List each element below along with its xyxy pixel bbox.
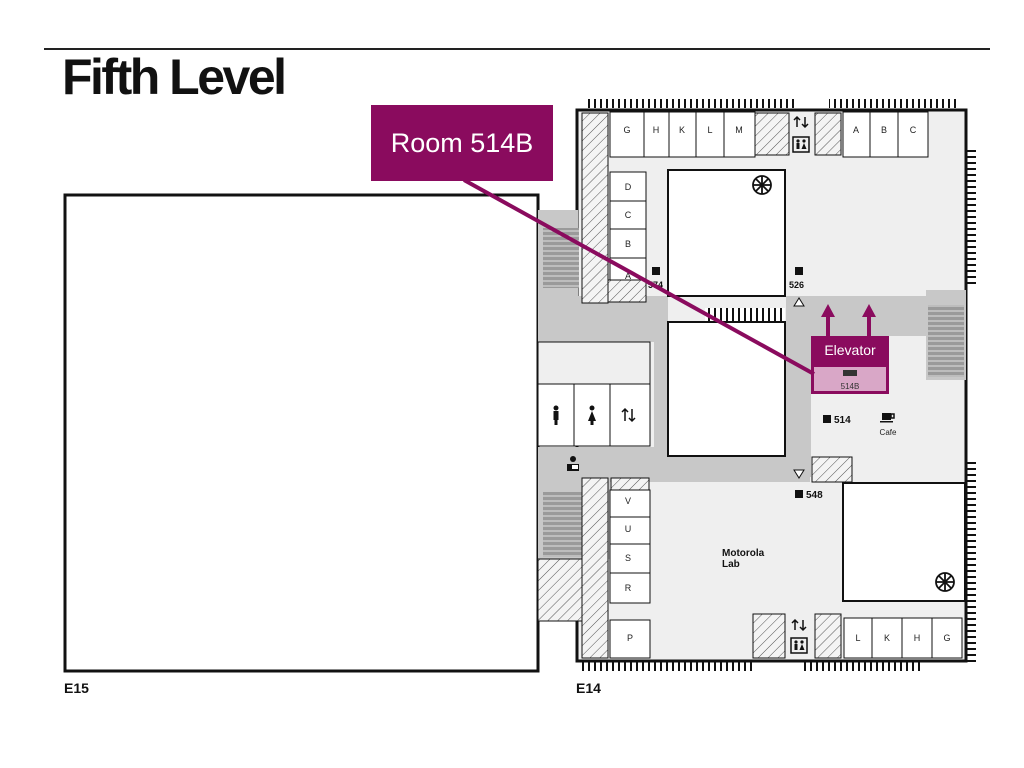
- balcony-rail-top-right: [829, 99, 959, 108]
- room-label: K: [884, 633, 890, 643]
- room-number-548: 548: [806, 490, 823, 501]
- room-label: V: [625, 496, 631, 506]
- restroom-icon: [794, 640, 805, 650]
- callout-leader-line: [463, 178, 815, 376]
- room-callout: Room 514B: [371, 105, 553, 181]
- room-label: P: [627, 633, 633, 643]
- room-514b-small-label: 514B: [841, 382, 860, 391]
- elevator-arrows-icon: [621, 407, 636, 423]
- elevator-arrows-icon: [792, 115, 810, 153]
- elevator-doors-icon: [843, 370, 857, 376]
- room-label: H: [914, 633, 921, 643]
- room-number-514: 514: [834, 415, 851, 426]
- elevator-arrows-icon: [790, 618, 808, 654]
- marker-square-icon: [795, 267, 803, 275]
- atrium: [667, 321, 786, 457]
- room-label: B: [881, 125, 887, 135]
- top-rooms: [609, 111, 929, 158]
- triangle-marker-icon: [793, 297, 805, 307]
- elevator-arrows-icon: [821, 304, 876, 337]
- cafe-label: Cafe: [880, 428, 897, 437]
- room-label: M: [735, 125, 743, 135]
- restroom-block: [537, 341, 651, 447]
- fan-icon: [752, 175, 772, 195]
- room-label: C: [625, 210, 632, 220]
- building-e15: [63, 193, 540, 673]
- triangle-marker-icon: [793, 469, 805, 479]
- room-label: U: [625, 524, 632, 534]
- bottom-rooms: [843, 617, 963, 659]
- room-label: K: [679, 125, 685, 135]
- fan-icon: [935, 572, 955, 592]
- stairs-icon: [928, 305, 964, 377]
- hatched-areas: [537, 112, 853, 659]
- womens-room-icon: [588, 405, 596, 425]
- stairs-icon: [543, 228, 579, 288]
- info-desk-icon: [567, 456, 579, 471]
- mens-room-icon: [553, 405, 559, 425]
- room-label: G: [623, 125, 630, 135]
- room-label: D: [625, 182, 632, 192]
- lab-name-line1: Motorola: [722, 548, 765, 559]
- header-rule: [44, 48, 990, 50]
- restroom-icon: [796, 139, 807, 149]
- balcony-rail-right-upper: [967, 147, 976, 287]
- room-label: A: [625, 271, 631, 281]
- room-label: L: [855, 633, 860, 643]
- marker-square-icon: [795, 490, 803, 498]
- marker-square-icon: [652, 267, 660, 275]
- room-label: S: [625, 553, 631, 563]
- building-label-e15: E15: [64, 680, 89, 696]
- balcony-rail-bottom-left: [582, 662, 752, 671]
- room-label: C: [910, 125, 917, 135]
- elevator-label: Elevator: [824, 342, 876, 358]
- lab-name-line2: Lab: [722, 559, 740, 570]
- atrium: [667, 169, 786, 297]
- stairs-icon: [543, 492, 588, 557]
- room-label: B: [625, 239, 631, 249]
- balcony-rail-bottom-right: [800, 662, 920, 671]
- room-label: G: [943, 633, 950, 643]
- stairs-ramp: [705, 308, 785, 322]
- building-label-e14: E14: [576, 680, 601, 696]
- room-number-526: 526: [789, 280, 804, 290]
- room-label: R: [625, 583, 632, 593]
- marker-square-icon: [823, 415, 831, 423]
- room-label: A: [853, 125, 859, 135]
- cafe-cup-icon: [880, 413, 895, 423]
- lower-column-rooms: [609, 489, 651, 659]
- balcony-rail-top-left: [588, 99, 795, 108]
- room-label: H: [653, 125, 660, 135]
- balcony-rail-right-lower: [967, 462, 976, 662]
- page-title: Fifth Level: [62, 49, 287, 105]
- room-label: L: [707, 125, 712, 135]
